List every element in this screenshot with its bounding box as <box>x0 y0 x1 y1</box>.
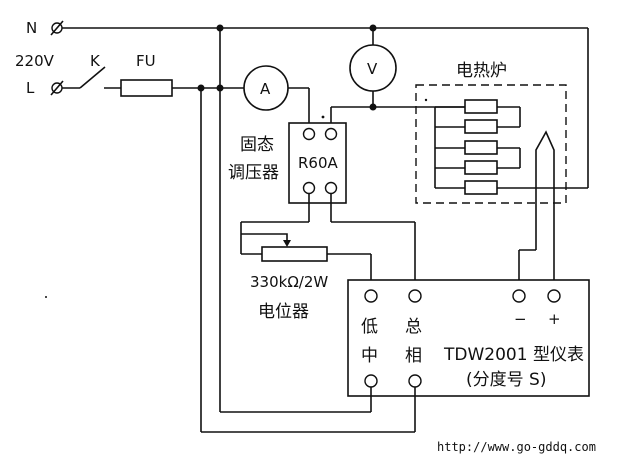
meter-terminal-plus <box>547 289 561 303</box>
stray-dot <box>45 296 47 298</box>
label-ssr-line1: 固态 <box>240 135 274 155</box>
label-plus: + <box>548 310 561 328</box>
meter-terminal-total <box>408 289 422 303</box>
terminal-l <box>50 80 64 96</box>
heating-elements <box>434 99 565 195</box>
label-meter-scale: (分度号 S) <box>466 370 546 390</box>
ssr-terminal <box>302 127 316 141</box>
meter-terminal-low <box>364 289 378 303</box>
potentiometer <box>261 246 328 262</box>
label-ssr-line2: 调压器 <box>228 163 279 183</box>
label-ssr-model: R60A <box>298 154 339 172</box>
label-live: L <box>26 79 35 97</box>
label-neutral: N <box>26 19 37 37</box>
junction-dot <box>216 24 224 32</box>
svg-text:V: V <box>367 60 378 78</box>
label-voltage: 220V <box>15 52 55 70</box>
terminal-n <box>50 20 64 36</box>
label-term-low: 低 <box>361 317 378 337</box>
label-furnace: 电热炉 <box>456 61 507 81</box>
voltmeter: V <box>349 44 397 92</box>
label-fuse: FU <box>136 52 156 70</box>
label-minus: − <box>514 310 527 328</box>
ssr-mark-dot <box>321 115 325 119</box>
pot-wiper <box>241 233 288 245</box>
ssr-terminal <box>302 181 316 195</box>
label-meter-model: TDW2001 型仪表 <box>443 345 584 365</box>
meter-terminal-phase <box>408 374 422 388</box>
ammeter: A <box>243 65 289 111</box>
furnace-mark-dot <box>424 98 428 102</box>
label-pot-value: 330kΩ/2W <box>250 273 328 291</box>
pot-wiper-arrow <box>283 240 291 247</box>
label-term-phase: 相 <box>405 346 422 366</box>
label-term-total: 总 <box>405 317 422 337</box>
meter-terminal-mid <box>364 374 378 388</box>
meter-terminal-minus <box>512 289 526 303</box>
svg-text:A: A <box>260 80 271 98</box>
label-pot-name: 电位器 <box>258 302 309 322</box>
thermocouple <box>535 130 555 250</box>
switch-k <box>79 66 106 89</box>
ssr-terminal <box>324 181 338 195</box>
watermark-url: http://www.go-gddq.com <box>437 440 596 454</box>
furnace-boundary <box>415 84 567 204</box>
ssr-terminal <box>324 127 338 141</box>
label-term-mid: 中 <box>361 346 378 366</box>
fuse-fu <box>120 79 173 97</box>
label-switch: K <box>90 52 101 70</box>
